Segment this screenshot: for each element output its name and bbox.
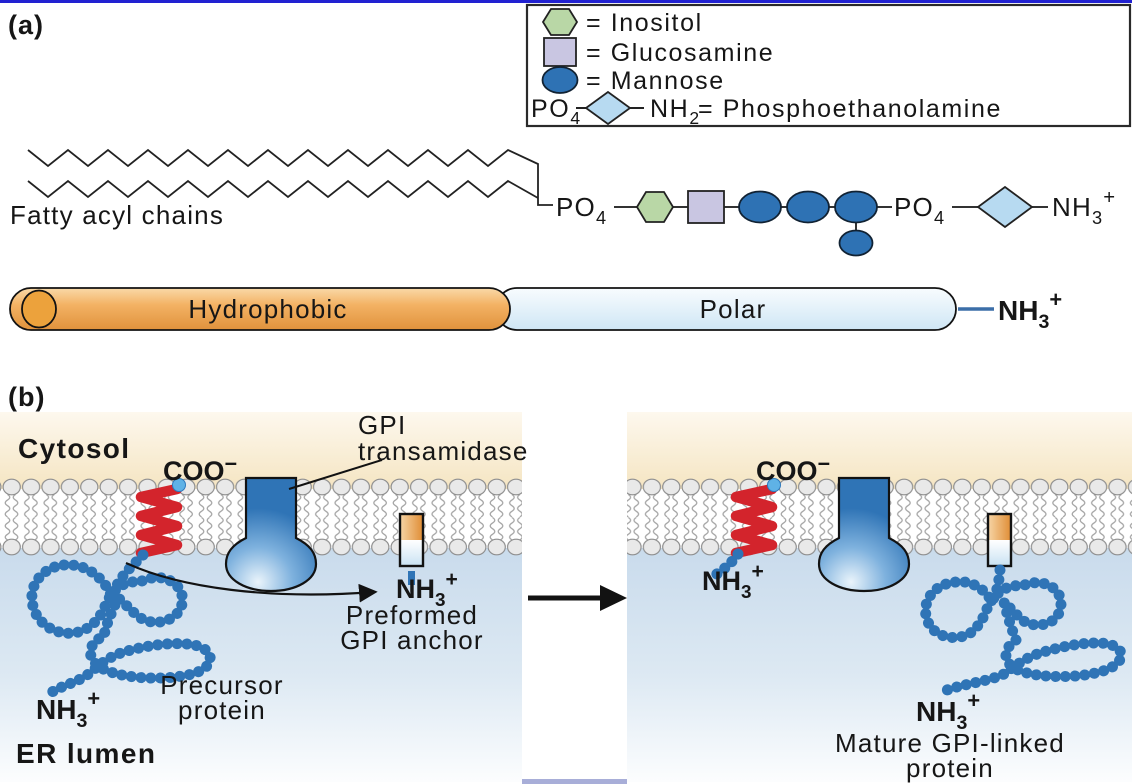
legend-inositol-label: = Inositol xyxy=(586,9,703,37)
nh3-label: NH3+ xyxy=(1052,187,1116,228)
cytosol-region xyxy=(0,412,522,489)
glucosamine-square-icon xyxy=(543,37,577,67)
fatty-acyl-zigzag-top xyxy=(27,148,553,206)
hydrophobic-label: Hydrophobic xyxy=(188,294,347,324)
mature-protein-label-line1: Mature GPI-linked xyxy=(835,728,1065,758)
mannose-oval-icon xyxy=(541,66,579,94)
transfer-curved-arrow xyxy=(125,562,378,603)
gpi-transamidase-label-line1: GPI xyxy=(358,410,406,440)
polarity-bar: Hydrophobic Polar NH3+ xyxy=(9,287,1062,333)
glucosamine-square xyxy=(687,190,725,224)
inositol-hexagon-icon xyxy=(541,8,579,36)
mature-protein-chain xyxy=(920,564,1127,698)
nh3-label: NH3+ xyxy=(396,568,458,611)
inositol-hexagon xyxy=(635,191,675,223)
hydrophobic-segment xyxy=(9,287,511,331)
nh3-label: NH3+ xyxy=(916,688,980,734)
gpi-transamidase-label-line2: transamidase xyxy=(358,436,528,466)
legend-glucosamine-label: = Glucosamine xyxy=(586,39,774,67)
attached-gpi-anchor-capsule xyxy=(986,512,1013,568)
preformed-gpi-anchor-label-line2: GPI anchor xyxy=(340,625,484,655)
mannose-oval-3 xyxy=(834,190,878,224)
polar-label: Polar xyxy=(700,294,767,324)
coo-label: COO− xyxy=(756,451,830,486)
coo-label: COO− xyxy=(163,451,237,486)
nh3-label: NH3+ xyxy=(702,560,764,603)
precursor-protein-label-line1: Precursor xyxy=(160,670,284,700)
fatty-acyl-chains-label: Fatty acyl chains xyxy=(10,200,224,230)
legend-mannose-label: = Mannose xyxy=(586,67,725,95)
er-lumen-label: ER lumen xyxy=(16,738,156,769)
gpi-transamidase-pointer-line xyxy=(288,459,383,490)
legend-phosphoethanolamine-label: = Phosphoethanolamine xyxy=(698,95,1002,123)
precursor-protein-label-line2: protein xyxy=(178,695,266,725)
preformed-gpi-anchor-label-line1: Preformed xyxy=(346,600,478,630)
bottom-strip xyxy=(522,779,627,784)
panel-a-label: (a) xyxy=(8,10,44,40)
mannose-oval-2 xyxy=(786,190,830,224)
preformed-gpi-anchor-capsule xyxy=(398,512,425,568)
panel-b-label: (b) xyxy=(8,382,45,412)
precursor-protein-chain xyxy=(26,549,216,698)
panel-b: (b) Cytosol ER lumen GPI transamidase CO… xyxy=(0,382,1132,783)
nh3-label: NH3+ xyxy=(998,287,1062,333)
cleaved-helix-tail-chain xyxy=(706,548,744,583)
cytosol-label: Cytosol xyxy=(18,433,130,464)
reaction-arrow xyxy=(528,585,627,611)
nh3-label: NH3+ xyxy=(36,686,100,732)
top-border-line xyxy=(0,0,1132,3)
fatty-acyl-chains xyxy=(27,148,553,206)
fatty-acyl-zigzag-bottom xyxy=(27,179,539,199)
mannose-oval-branch xyxy=(838,229,874,257)
gpi-glycan-chain: PO4 PO4 NH3+ xyxy=(556,185,1116,257)
cytosol-region xyxy=(627,412,1132,489)
phosphoethanolamine-diamond xyxy=(976,185,1034,229)
po4-label: PO4 xyxy=(894,192,945,228)
legend-box: = Inositol = Glucosamine = Mannose PO4 N… xyxy=(525,3,1132,128)
mannose-oval-1 xyxy=(738,190,782,224)
mature-protein-label-line2: protein xyxy=(906,753,994,783)
bar-end-cap xyxy=(21,289,57,329)
legend-nh2-label: NH2 xyxy=(650,95,701,128)
po4-label: PO4 xyxy=(556,192,607,228)
panel-a: (a) = Inositol = Glucosamine = Mannose P… xyxy=(8,3,1132,333)
legend-po4-label: PO4 xyxy=(531,95,582,128)
